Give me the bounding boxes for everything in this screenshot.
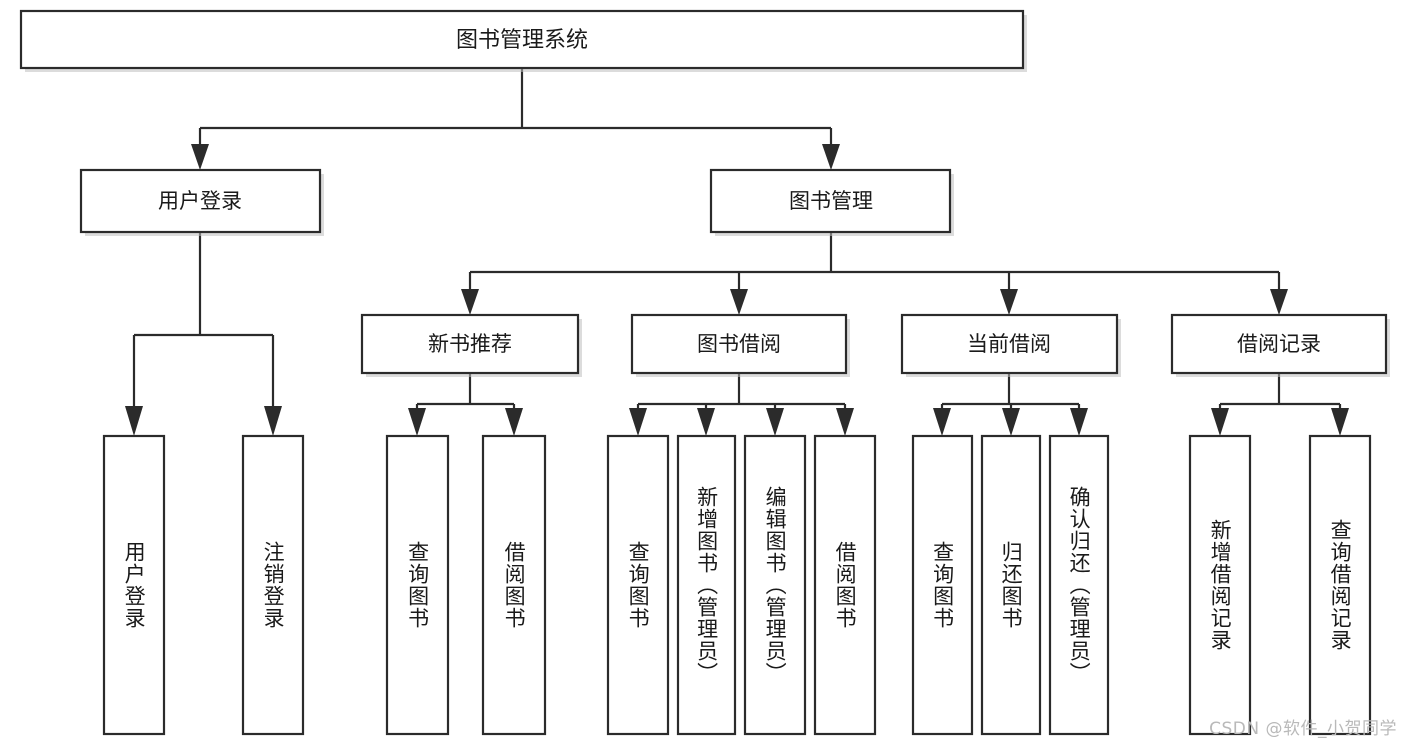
connector-group-root	[191, 68, 840, 170]
node-current-borrow-label: 当前借阅	[967, 332, 1051, 356]
arrowhead-leaf-current-query-book	[933, 408, 951, 436]
arrowhead-new-book-recommend	[461, 289, 479, 315]
node-leaf-borrow-add-book-box[interactable]	[676, 434, 737, 736]
node-user-login[interactable]: 用户登录	[79, 168, 324, 236]
node-root-label: 图书管理系统	[456, 28, 588, 53]
arrowhead-leaf-borrow-add-book	[697, 408, 715, 436]
arrowhead-leaf-recommend-query-book	[408, 408, 426, 436]
arrowhead-leaf-current-confirm-return	[1070, 408, 1088, 436]
arrowhead-leaf-borrow-query-book	[629, 408, 647, 436]
node-current-borrow-box[interactable]	[900, 313, 1119, 375]
node-user-login-label: 用户登录	[158, 189, 242, 213]
arrowhead-leaf-borrow-edit-book	[766, 408, 784, 436]
node-leaf-current-query-book-box[interactable]	[911, 434, 974, 736]
node-leaf-borrow-edit-book-box[interactable]	[743, 434, 807, 736]
node-borrow-record-label: 借阅记录	[1237, 332, 1321, 356]
arrowhead-leaf-recommend-borrow-book	[505, 408, 523, 436]
arrowhead-leaf-current-return-book	[1002, 408, 1020, 436]
node-leaf-recommend-borrow-book-box[interactable]	[481, 434, 547, 736]
arrowhead-user-login	[191, 144, 209, 170]
node-borrow-record[interactable]: 借阅记录	[1170, 313, 1390, 377]
node-user-login-box[interactable]	[79, 168, 322, 234]
node-new-book-recommend-box[interactable]	[360, 313, 580, 375]
arrowhead-leaf-user-logout	[264, 406, 282, 436]
arrowhead-book-borrow	[730, 289, 748, 315]
connector-group-borrow-record	[1211, 373, 1349, 436]
node-leaf-borrow-query-book-box[interactable]	[606, 434, 670, 736]
connector-group-user-login	[125, 232, 282, 436]
node-leaf-borrow-borrow-book-box[interactable]	[813, 434, 877, 736]
connector-group-book-manage	[461, 232, 1288, 315]
node-leaf-recommend-query-book-box[interactable]	[385, 434, 450, 736]
node-new-book-recommend[interactable]: 新书推荐	[360, 313, 582, 377]
node-book-manage[interactable]: 图书管理	[709, 168, 954, 236]
connector-group-current-borrow	[933, 373, 1088, 436]
node-leaf-user-logout-box[interactable]	[241, 434, 305, 736]
node-current-borrow[interactable]: 当前借阅	[900, 313, 1121, 377]
node-leaf-current-confirm-return-box[interactable]	[1048, 434, 1110, 736]
leaf-boxes	[102, 434, 1372, 736]
node-borrow-record-box[interactable]	[1170, 313, 1388, 375]
node-book-borrow[interactable]: 图书借阅	[630, 313, 850, 377]
connector-group-new-book-recommend	[408, 373, 523, 436]
node-book-manage-box[interactable]	[709, 168, 952, 234]
node-leaf-record-query-box[interactable]	[1308, 434, 1372, 736]
arrowhead-book-manage	[822, 144, 840, 170]
node-leaf-record-add-box[interactable]	[1188, 434, 1252, 736]
arrowhead-current-borrow	[1000, 289, 1018, 315]
node-book-manage-label: 图书管理	[789, 189, 873, 213]
arrowhead-leaf-user-login	[125, 406, 143, 436]
node-leaf-user-login-box[interactable]	[102, 434, 166, 736]
watermark-text: CSDN @软件_小贺同学	[1209, 719, 1397, 739]
node-new-book-recommend-label: 新书推荐	[428, 332, 512, 356]
node-leaf-current-return-book-box[interactable]	[980, 434, 1042, 736]
arrowhead-borrow-record	[1270, 289, 1288, 315]
node-root-box[interactable]	[19, 9, 1025, 70]
arrowhead-leaf-record-query	[1331, 408, 1349, 436]
arrowhead-leaf-record-add	[1211, 408, 1229, 436]
arrowhead-leaf-borrow-borrow-book	[836, 408, 854, 436]
node-book-borrow-label: 图书借阅	[697, 332, 781, 356]
connector-group-book-borrow	[629, 373, 854, 436]
node-book-borrow-box[interactable]	[630, 313, 848, 375]
node-root[interactable]: 图书管理系统	[19, 9, 1027, 72]
